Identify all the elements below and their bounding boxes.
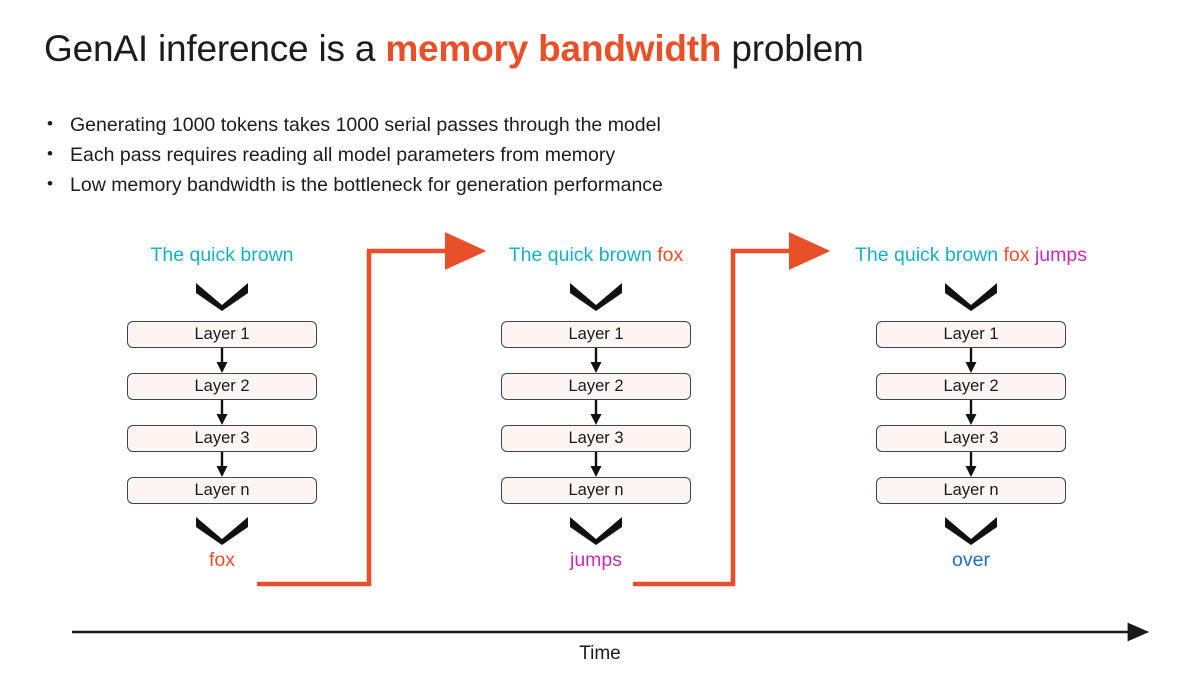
bullet-item: Low memory bandwidth is the bottleneck f… — [44, 169, 663, 200]
layer-box: Layer 3 — [501, 425, 691, 452]
page-title: GenAI inference is a memory bandwidth pr… — [44, 28, 864, 70]
layer-row: Layer n — [92, 477, 352, 504]
chevron-down-icon — [570, 283, 622, 311]
layer-connector-arrow-icon — [965, 400, 977, 425]
layer-stack-1: Layer 1 Layer 2 Layer 3 Layer n — [92, 321, 352, 504]
prompt-token-teal: The quick brown — [508, 244, 658, 266]
prompt-token-magenta: jumps — [1029, 244, 1087, 266]
layer-connector-arrow-icon — [590, 400, 602, 425]
layer-box: Layer n — [127, 477, 317, 504]
layer-box: Layer n — [876, 477, 1066, 504]
prompt-text-2: The quick brown fox — [466, 243, 726, 267]
layer-connector-arrow-icon — [216, 348, 228, 373]
prompt-token-orange: fox — [657, 244, 684, 266]
chevron-down-icon — [945, 517, 997, 545]
layer-box: Layer 1 — [127, 321, 317, 348]
title-text-before: GenAI inference is a — [44, 28, 386, 69]
layer-box: Layer 3 — [127, 425, 317, 452]
layer-row: Layer 1 — [92, 321, 352, 348]
layer-connector-arrow-icon — [965, 452, 977, 477]
bullet-item: Each pass requires reading all model par… — [44, 139, 663, 170]
pass-column-1: The quick brown Layer 1 Layer 2 Layer 3 — [92, 243, 352, 572]
prompt-token-teal: The quick brown — [855, 244, 1004, 266]
chevron-down-icon — [196, 283, 248, 311]
output-token-1: fox — [208, 549, 235, 571]
chevron-down-icon — [196, 517, 248, 545]
layer-box: Layer 2 — [876, 373, 1066, 400]
layer-stack-3: Layer 1 Layer 2 Layer 3 Layer n — [841, 321, 1101, 504]
layer-connector-arrow-icon — [216, 400, 228, 425]
chevron-down-icon — [945, 283, 997, 311]
layer-box: Layer 3 — [876, 425, 1066, 452]
layer-row: Layer 3 — [466, 425, 726, 452]
layer-row: Layer 2 — [92, 373, 352, 400]
layer-row: Layer 2 — [466, 373, 726, 400]
output-token-3: over — [952, 549, 990, 571]
layer-connector-arrow-icon — [590, 452, 602, 477]
prompt-token-teal: The quick brown — [150, 244, 294, 266]
layer-connector-arrow-icon — [216, 452, 228, 477]
layer-connector-arrow-icon — [590, 348, 602, 373]
time-axis-label: Time — [579, 643, 621, 664]
layer-row: Layer 1 — [841, 321, 1101, 348]
pass-column-2: The quick brown fox Layer 1 Layer 2 Laye… — [466, 243, 726, 572]
bullet-item: Generating 1000 tokens takes 1000 serial… — [44, 109, 663, 140]
layer-box: Layer 1 — [876, 321, 1066, 348]
bullet-list: Generating 1000 tokens takes 1000 serial… — [44, 109, 663, 200]
layer-row: Layer 3 — [92, 425, 352, 452]
layer-box: Layer 2 — [501, 373, 691, 400]
prompt-token-orange: fox — [1003, 244, 1030, 266]
layer-stack-2: Layer 1 Layer 2 Layer 3 Layer n — [466, 321, 726, 504]
prompt-text-3: The quick brown fox jumps — [841, 243, 1101, 267]
title-text-accent: memory bandwidth — [385, 28, 722, 69]
layer-connector-arrow-icon — [965, 348, 977, 373]
layer-box: Layer 1 — [501, 321, 691, 348]
layer-row: Layer 3 — [841, 425, 1101, 452]
layer-box: Layer 2 — [127, 373, 317, 400]
layer-row: Layer 1 — [466, 321, 726, 348]
layer-box: Layer n — [501, 477, 691, 504]
layer-row: Layer 2 — [841, 373, 1101, 400]
title-text-after: problem — [721, 28, 864, 69]
prompt-text-1: The quick brown — [92, 243, 352, 267]
output-token-2: jumps — [569, 549, 623, 571]
pass-column-3: The quick brown fox jumps Layer 1 Layer … — [841, 243, 1101, 572]
layer-row: Layer n — [841, 477, 1101, 504]
layer-row: Layer n — [466, 477, 726, 504]
chevron-down-icon — [570, 517, 622, 545]
